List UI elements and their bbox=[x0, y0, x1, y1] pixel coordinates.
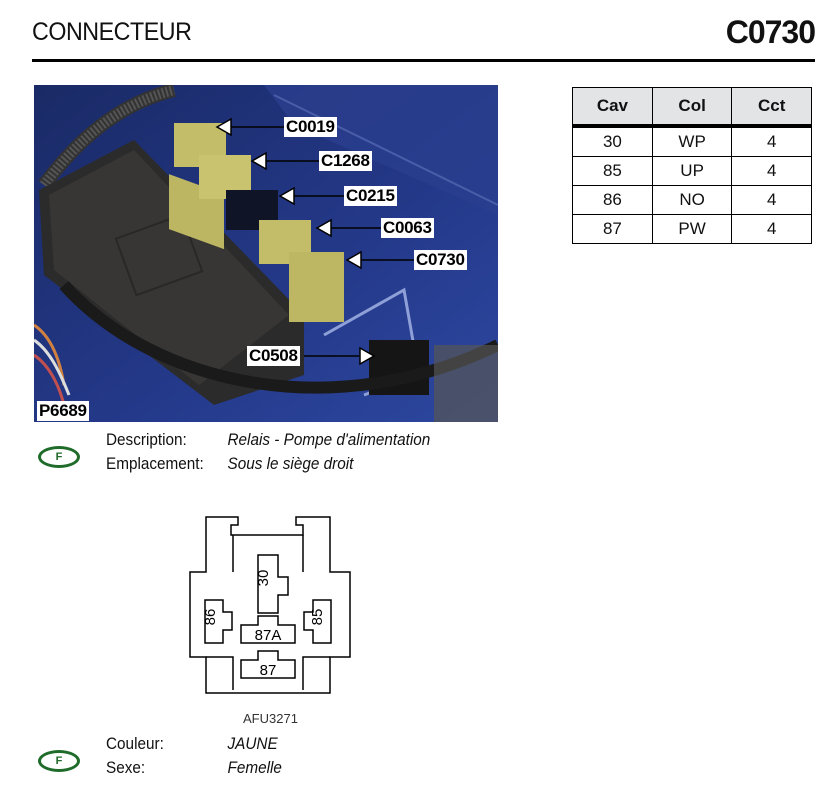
cell-cav: 85 bbox=[572, 156, 653, 186]
location-photo: C0019 C1268 C0215 C0063 C0730 C0508 P668… bbox=[34, 85, 498, 422]
cell-col: WP bbox=[651, 126, 733, 157]
cell-col: UP bbox=[651, 156, 733, 186]
description-value: Relais - Pompe d'alimentation bbox=[227, 430, 431, 449]
table-row: 87 PW 4 bbox=[572, 214, 812, 244]
color-label: Couleur: bbox=[106, 734, 164, 753]
details-block: Description: Relais - Pompe d'alimentatio… bbox=[106, 428, 430, 476]
header-divider bbox=[32, 59, 815, 62]
cell-cct: 4 bbox=[731, 126, 812, 157]
description-label: Description: bbox=[106, 430, 187, 449]
cell-cav: 87 bbox=[572, 214, 653, 244]
cell-cct: 4 bbox=[731, 214, 812, 244]
callout-c0019: C0019 bbox=[284, 117, 337, 137]
table-row: 86 NO 4 bbox=[572, 185, 812, 215]
pin-86-label: 86 bbox=[202, 609, 219, 626]
pin-87a-label: 87A bbox=[255, 627, 282, 644]
f-badge-icon: F bbox=[38, 750, 80, 772]
diagram-ref: AFU3271 bbox=[243, 711, 298, 726]
column-header: Cav bbox=[572, 87, 653, 128]
column-header: Col bbox=[651, 87, 733, 128]
pin-87-label: 87 bbox=[260, 662, 277, 679]
properties-block: Couleur: JAUNE Sexe: Femelle bbox=[106, 732, 282, 780]
column-header: Cct bbox=[731, 87, 812, 128]
pin-30-label: 30 bbox=[255, 570, 272, 587]
sex-label: Sexe: bbox=[106, 758, 146, 777]
cell-col: PW bbox=[651, 214, 733, 244]
cell-cct: 4 bbox=[731, 185, 812, 215]
sex-value: Femelle bbox=[227, 758, 282, 777]
table-row: 85 UP 4 bbox=[572, 156, 812, 186]
location-value: Sous le siège droit bbox=[227, 454, 354, 473]
table-row: 30 WP 4 bbox=[572, 126, 812, 157]
connector-code: C0730 bbox=[725, 14, 816, 50]
callout-c0730: C0730 bbox=[414, 250, 467, 270]
location-label: Emplacement: bbox=[106, 454, 204, 473]
cell-cav: 30 bbox=[572, 126, 653, 157]
pin-85-label: 85 bbox=[309, 609, 326, 626]
cell-cav: 86 bbox=[572, 185, 653, 215]
callout-c0063: C0063 bbox=[381, 218, 434, 238]
connector-face-diagram: 30 86 85 87A 87 bbox=[189, 516, 351, 694]
cell-cct: 4 bbox=[731, 156, 812, 186]
f-badge-icon: F bbox=[38, 446, 80, 468]
callout-c1268: C1268 bbox=[319, 151, 372, 171]
callout-c0508: C0508 bbox=[247, 346, 300, 366]
photo-ref: P6689 bbox=[37, 401, 89, 421]
page-title: CONNECTEUR bbox=[32, 18, 192, 46]
color-value: JAUNE bbox=[227, 734, 278, 753]
callout-c0215: C0215 bbox=[344, 186, 397, 206]
cell-col: NO bbox=[651, 185, 733, 215]
table-header-row: Cav Col Cct bbox=[572, 87, 812, 128]
pin-table: Cav Col Cct 30 WP 4 85 UP 4 86 NO 4 87 P… bbox=[572, 87, 812, 244]
